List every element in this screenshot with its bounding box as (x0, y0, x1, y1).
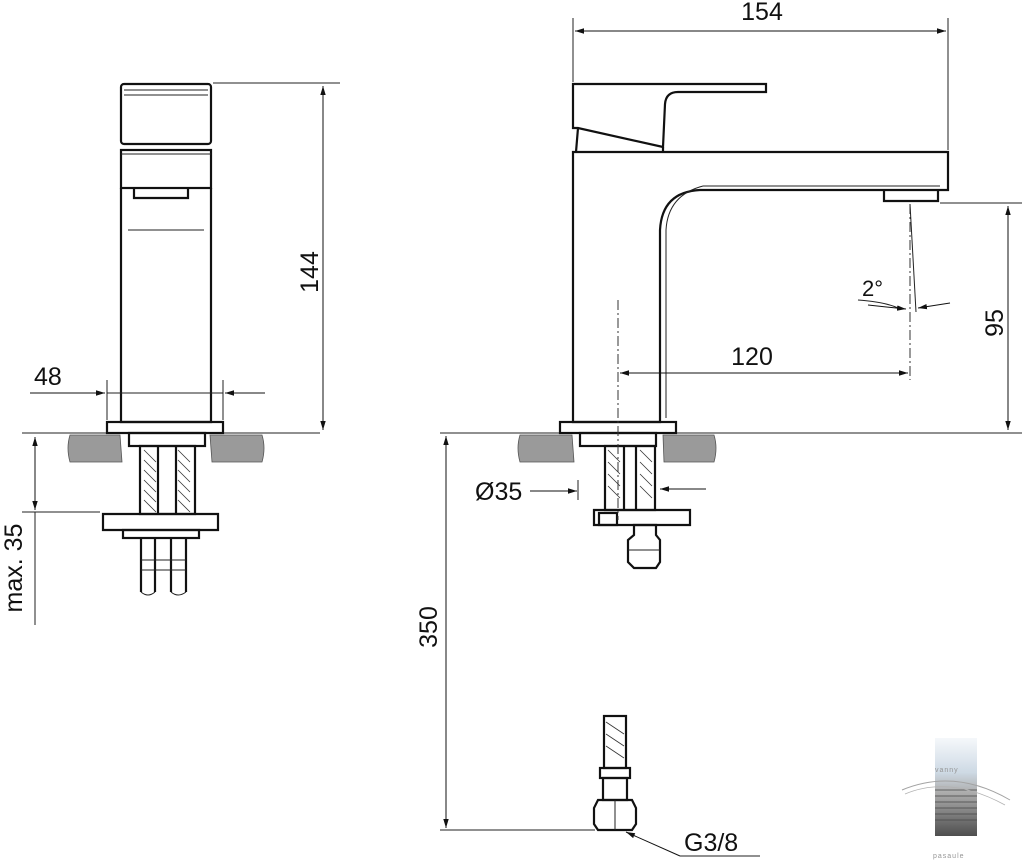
watermark-top-text: vanny (935, 767, 959, 774)
dim-spout-reach: 120 (731, 343, 773, 371)
dim-connection-thread: G3/8 (684, 829, 738, 857)
countertop-right-a (517, 434, 575, 463)
body-side (571, 150, 950, 424)
mounting-plate-front (101, 512, 220, 532)
dim-total-reach: 154 (741, 0, 783, 26)
base-plate-front (105, 420, 225, 435)
body-front (119, 188, 213, 424)
countertop-right-b (662, 434, 717, 463)
lever-top (119, 82, 213, 146)
watermark-logo: vanny pasaule (901, 738, 1011, 860)
dim-hole-diameter: Ø35 (475, 478, 522, 506)
thread-hatch-front (143, 446, 191, 514)
countertop-left-a (67, 434, 123, 463)
front-view (22, 82, 340, 625)
watermark-bottom-text: pasaule (933, 853, 965, 860)
hose-connector (592, 714, 638, 832)
thread-hatch-side (607, 446, 653, 510)
side-view (440, 18, 1022, 857)
dim-spout-height: 95 (981, 309, 1009, 337)
countertop-left-b (209, 434, 265, 463)
dim-base-width: 48 (34, 363, 62, 391)
dim-max-counter: max. 35 (0, 524, 28, 613)
lever-side (571, 82, 768, 149)
aerator (132, 188, 190, 200)
dim-spout-angle: 2° (862, 276, 883, 301)
collar-front (127, 431, 207, 448)
spout-outlet (882, 190, 940, 203)
nut-side (626, 523, 662, 570)
hoses-front (139, 538, 188, 592)
dim-total-height: 144 (296, 251, 324, 293)
cartridge-band (119, 148, 213, 190)
dim-hose-length: 350 (415, 606, 443, 648)
mounting-plate-side (592, 508, 692, 527)
